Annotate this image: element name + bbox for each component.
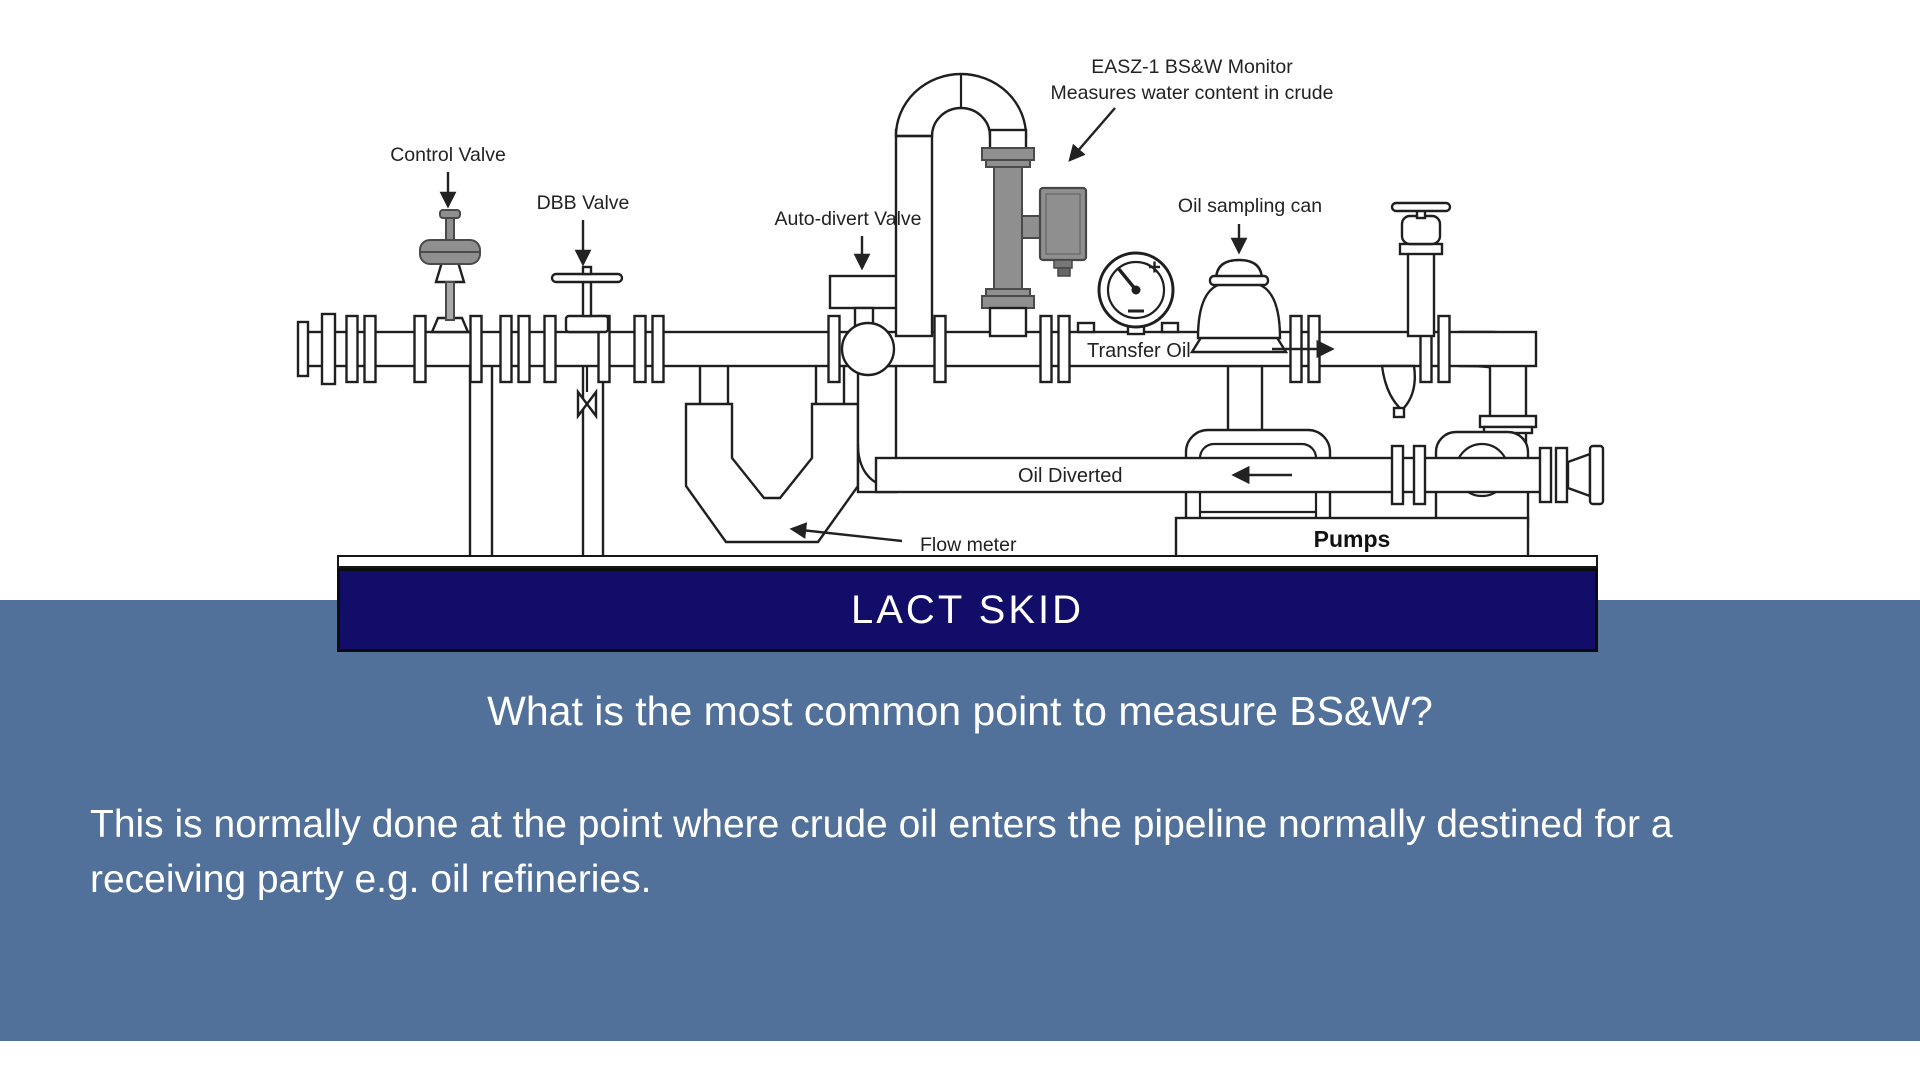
dbb-valve-stem xyxy=(581,280,593,318)
flange xyxy=(296,320,310,378)
label-oil-diverted: Oil Diverted xyxy=(1018,465,1122,487)
sensor-flange xyxy=(981,147,1035,161)
dbb-valve-handwheel xyxy=(550,272,624,284)
label-pumps: Pumps xyxy=(1314,526,1391,552)
loop-downcomer-pipe xyxy=(988,306,1028,338)
skid-deck xyxy=(337,555,1598,568)
flange xyxy=(363,314,377,384)
flange xyxy=(320,312,337,386)
lact-skid-banner: LACT SKID xyxy=(337,568,1598,652)
sensor-flange xyxy=(981,295,1035,309)
label-bsw-monitor-line2: Measures water content in crude xyxy=(1051,82,1334,104)
banner-title: LACT SKID xyxy=(851,587,1084,632)
flange xyxy=(827,314,841,384)
flange xyxy=(1478,414,1538,429)
label-oil-sampling-can: Oil sampling can xyxy=(1178,195,1322,217)
pipe-tab xyxy=(1160,321,1180,334)
lact-skid-diagram: Control Valve DBB Valve Auto-divert Valv… xyxy=(296,56,1605,560)
pipe-reducer xyxy=(1566,452,1592,498)
flange xyxy=(1057,314,1071,384)
arrow-diagonal-icon xyxy=(1068,107,1116,162)
bleed-valve-icon xyxy=(585,388,598,420)
pump-inlet-pipe xyxy=(1226,364,1264,438)
flange xyxy=(633,314,647,384)
monitor-plug xyxy=(1057,267,1071,277)
flow-meter-stub xyxy=(698,358,730,410)
flange xyxy=(413,314,427,384)
gauge-dial xyxy=(1106,260,1166,320)
flange xyxy=(651,314,665,384)
control-valve-bonnet xyxy=(430,316,470,334)
label-transfer-oil: Transfer Oil xyxy=(1087,340,1191,362)
bleed-valve-icon xyxy=(576,388,589,420)
sensor-flange xyxy=(985,288,1031,297)
oil-diverted-pipe xyxy=(874,456,1547,494)
flange xyxy=(469,314,483,384)
arrow-diagonal-icon xyxy=(789,522,903,543)
flange xyxy=(1554,446,1569,504)
bsw-monitor-face xyxy=(1045,193,1081,255)
answer-text: This is normally done at the point where… xyxy=(90,803,1673,901)
flange xyxy=(499,314,513,384)
support-leg xyxy=(468,358,494,560)
dbb-valve-hub xyxy=(581,265,593,276)
pipe-tab xyxy=(1076,321,1096,334)
riser-pipe xyxy=(1406,248,1436,338)
flange xyxy=(1390,444,1405,506)
flow-meter-body xyxy=(684,402,860,544)
manual-valve-handle xyxy=(1390,201,1452,213)
auto-divert-body xyxy=(840,321,896,377)
manual-valve-body xyxy=(1400,214,1442,246)
sensor-flange xyxy=(985,159,1031,168)
label-dbb-valve: DBB Valve xyxy=(537,192,630,214)
flange xyxy=(1437,314,1451,384)
label-control-valve: Control Valve xyxy=(390,144,506,166)
flange xyxy=(517,314,531,384)
flange xyxy=(1538,446,1553,504)
loop-riser-pipe xyxy=(894,128,934,338)
flange xyxy=(345,314,359,384)
monitor-connector xyxy=(1021,215,1041,239)
bsw-monitor-box xyxy=(1038,186,1088,262)
bsw-sensor-tube xyxy=(993,166,1023,290)
monitor-plug xyxy=(1053,259,1073,269)
auto-divert-actuator xyxy=(828,274,900,310)
blue-panel xyxy=(0,600,1920,1041)
pipe-end-flange xyxy=(1588,444,1605,506)
gauge-hub xyxy=(1131,285,1141,295)
strainer-drain xyxy=(1392,406,1406,419)
gauge-needle xyxy=(1116,266,1138,292)
sampling-can-body xyxy=(1196,278,1282,340)
label-flow-meter: Flow meter xyxy=(920,534,1017,556)
label-bsw-monitor-line1: EASZ-1 BS&W Monitor xyxy=(1091,56,1293,78)
label-auto-divert-valve: Auto-divert Valve xyxy=(774,208,921,230)
pumps-base-box xyxy=(1174,516,1530,560)
flange xyxy=(543,314,557,384)
control-valve-stem xyxy=(445,281,455,321)
sampling-can-rim xyxy=(1208,274,1270,287)
flange xyxy=(1412,444,1427,506)
control-valve-top-stem xyxy=(445,217,455,241)
flange xyxy=(1398,242,1444,256)
flange xyxy=(1039,314,1053,384)
flange xyxy=(933,314,947,384)
control-valve-cap xyxy=(439,209,461,219)
strainer-body xyxy=(1380,364,1416,412)
question-text: What is the most common point to measure… xyxy=(487,688,1433,734)
dbb-valve-bonnet xyxy=(564,314,610,334)
